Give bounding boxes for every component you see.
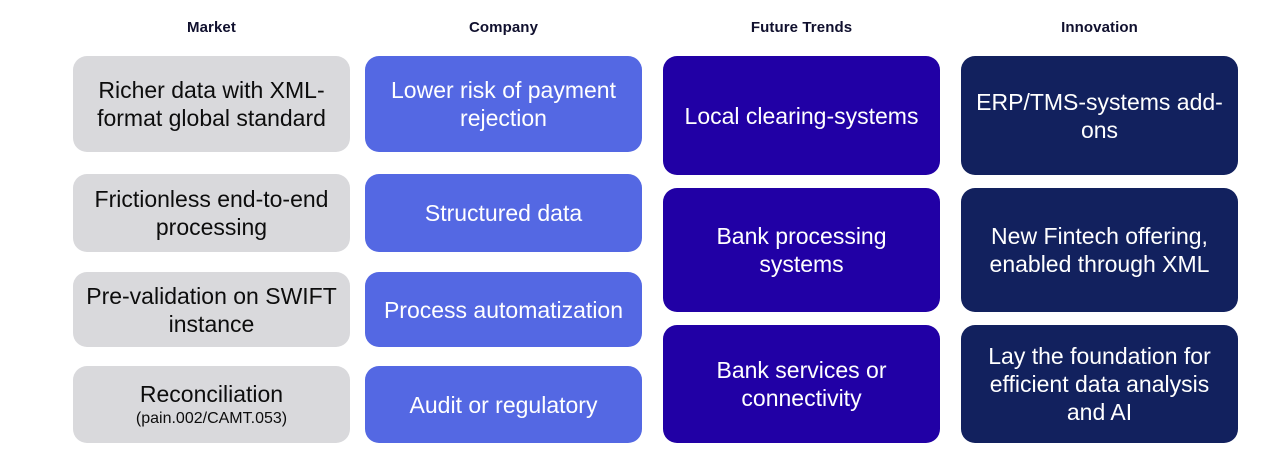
card-company-4[interactable]: Audit or regulatory	[365, 366, 642, 443]
card-company-1[interactable]: Lower risk of payment rejection	[365, 56, 642, 152]
card-title: Frictionless end-to-end processing	[94, 186, 329, 240]
card-title: Structured data	[424, 200, 583, 226]
card-title: New Fintech offering, enabled through XM…	[989, 223, 1210, 277]
card-future-trends-2[interactable]: Bank processing systems	[663, 188, 940, 312]
column-company: Company Lower risk of payment rejection …	[365, 0, 642, 455]
card-future-trends-1[interactable]: Local clearing-systems	[663, 56, 940, 175]
card-title: Local clearing-systems	[684, 102, 919, 129]
card-innovation-2[interactable]: New Fintech offering, enabled through XM…	[961, 188, 1238, 312]
card-title: Pre-validation on SWIFT instance	[86, 282, 337, 337]
column-market: Market Richer data with XML-format globa…	[73, 0, 350, 455]
card-title: Audit or regulatory	[409, 391, 598, 418]
card-title: Bank services or connectivity	[716, 357, 887, 411]
card-market-2[interactable]: Frictionless end-to-end processing	[73, 174, 350, 252]
card-title: Richer data with XML-format global stand…	[97, 77, 326, 131]
card-company-2[interactable]: Structured data	[365, 174, 642, 252]
card-title: Lay the foundation for efficient data an…	[988, 343, 1211, 425]
card-title: Lower risk of payment rejection	[391, 77, 616, 131]
column-innovation: Innovation ERP/TMS-systems add-ons New F…	[961, 0, 1238, 455]
card-market-4[interactable]: Reconciliation (pain.002/CAMT.053)	[73, 366, 350, 443]
card-innovation-1[interactable]: ERP/TMS-systems add-ons	[961, 56, 1238, 175]
column-header-market: Market	[187, 19, 236, 36]
column-future-trends: Future Trends Local clearing-systems Ban…	[663, 0, 940, 455]
card-title: Process automatization	[383, 296, 624, 323]
card-title: Bank processing systems	[716, 223, 887, 277]
card-future-trends-3[interactable]: Bank services or connectivity	[663, 325, 940, 443]
column-header-future-trends: Future Trends	[750, 19, 853, 36]
column-header-company: Company	[468, 19, 539, 36]
card-market-3[interactable]: Pre-validation on SWIFT instance	[73, 272, 350, 347]
card-innovation-3[interactable]: Lay the foundation for efficient data an…	[961, 325, 1238, 443]
card-company-3[interactable]: Process automatization	[365, 272, 642, 347]
column-header-innovation: Innovation	[1061, 19, 1138, 36]
card-market-1[interactable]: Richer data with XML-format global stand…	[73, 56, 350, 152]
card-title: ERP/TMS-systems add-ons	[976, 88, 1223, 143]
card-title: Reconciliation	[139, 381, 284, 407]
card-subtitle: (pain.002/CAMT.053)	[135, 410, 288, 427]
